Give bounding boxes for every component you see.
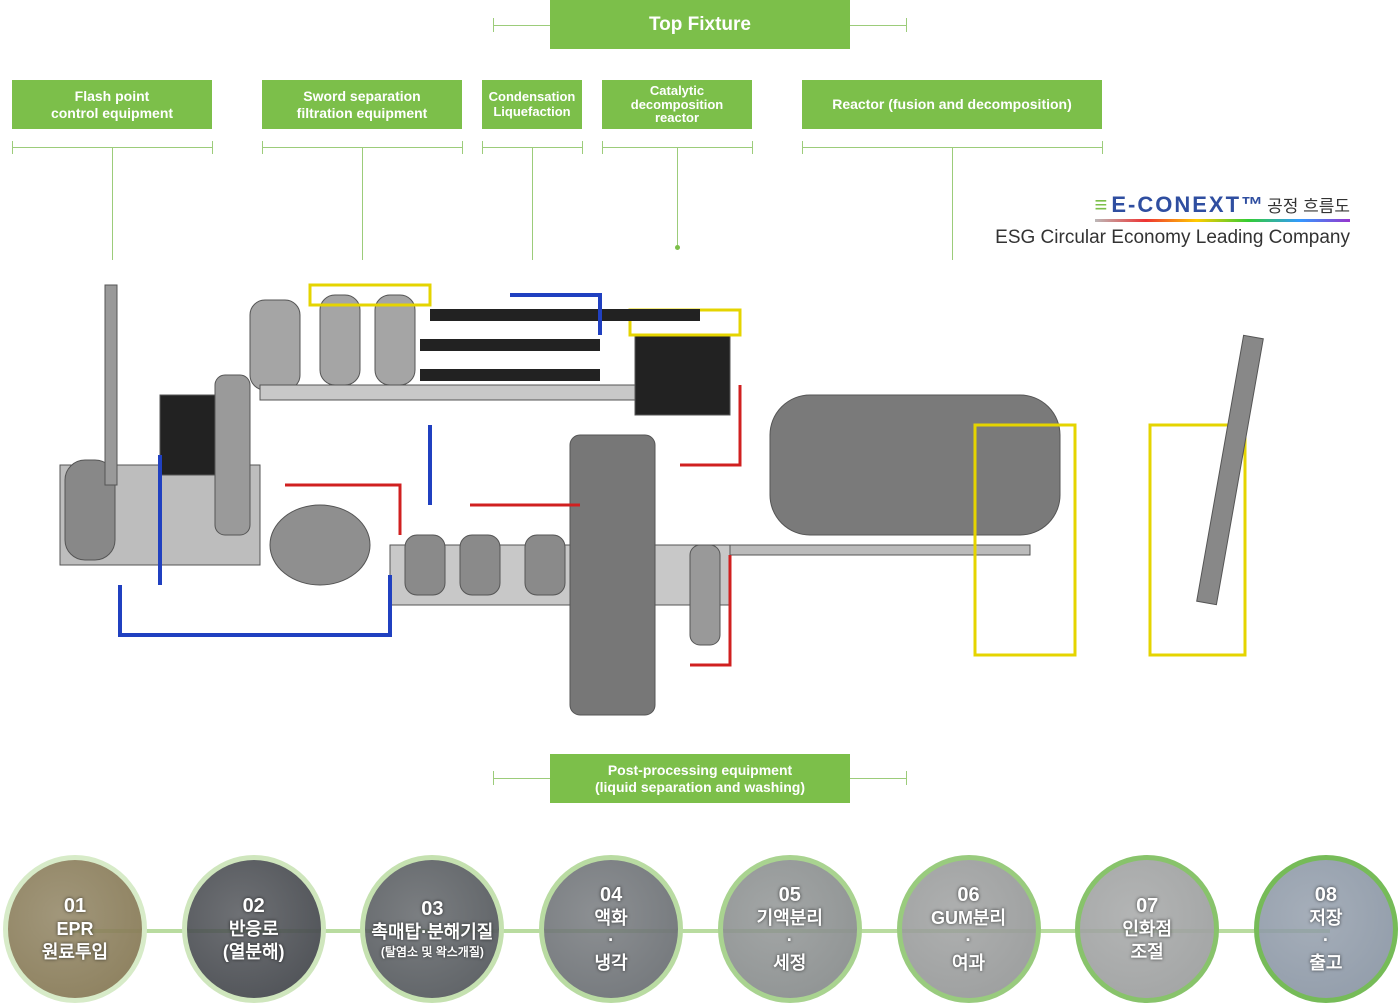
bracket-tick <box>1102 141 1103 154</box>
top-fixture-label: Top Fixture <box>550 0 850 49</box>
step-title: 반응로 (열분해) <box>222 919 285 962</box>
step-number: 07 <box>1136 895 1159 917</box>
brand-title: 공정 흐름도 <box>1267 197 1350 216</box>
process-step-04: 04 액화 · 냉각 <box>539 855 684 1003</box>
step-title: 촉매탑·분해기질 <box>371 921 494 942</box>
bracket-tick <box>802 141 803 154</box>
bracket-tick <box>12 141 13 154</box>
step-title: 저장 · 출고 <box>1309 907 1343 973</box>
brand-tagline: ESG Circular Economy Leading Company <box>995 227 1350 248</box>
step-subtitle: (탈염소 및 왁스개질) <box>380 945 484 960</box>
step-title: 인화점 조절 <box>1122 919 1173 962</box>
step-title: EPR 원료투입 <box>41 919 109 962</box>
leader-dot <box>675 245 680 250</box>
bracket-tick <box>212 141 213 154</box>
process-step-02: 02 반응로 (열분해) <box>181 855 326 1003</box>
label-flash-point: Flash point control equipment <box>12 80 212 129</box>
bracket-tick <box>906 771 907 785</box>
post-processing-label: Post-processing equipment (liquid separa… <box>550 754 850 803</box>
step-number: 08 <box>1314 883 1338 906</box>
step-title: 액화 · 냉각 <box>594 907 628 973</box>
step-number: 06 <box>957 883 980 906</box>
step-title: GUM분리 · 여과 <box>930 907 1007 973</box>
leader-line <box>362 147 363 260</box>
step-number: 04 <box>599 883 623 906</box>
leader-line <box>952 147 953 260</box>
bracket-tick <box>262 141 263 154</box>
bracket-tick <box>462 141 463 154</box>
label-reactor: Reactor (fusion and decomposition) <box>802 80 1102 129</box>
process-step-08: 08 저장 · 출고 <box>1253 855 1398 1003</box>
process-step-01: 01 EPR 원료투입 <box>3 855 147 1003</box>
label-condensation: Condensation Liquefaction <box>482 80 582 129</box>
label-sword-separation: Sword separation filtration equipment <box>262 80 462 129</box>
step-number: 03 <box>421 897 444 920</box>
bracket-tick <box>482 141 483 154</box>
bracket-tick <box>602 141 603 154</box>
logo-text: E-CONEXT™ <box>1111 192 1266 217</box>
bracket-tick <box>906 18 907 32</box>
bracket-tick <box>493 771 494 785</box>
process-step-03: 03 촉매탑·분해기질 (탈염소 및 왁스개질) <box>360 855 505 1003</box>
step-number: 02 <box>242 895 265 917</box>
brand-logo: ≡ E-CONEXT™ 공정 흐름도 <box>1094 192 1350 222</box>
bracket-tick <box>582 141 583 154</box>
label-catalytic: Catalytic decomposition reactor <box>602 80 752 129</box>
process-step-07: 07 인화점 조절 <box>1075 855 1220 1003</box>
bracket-tick <box>752 141 753 154</box>
plant-illustration <box>59 283 1264 716</box>
leader-line <box>112 147 113 260</box>
bracket-tick <box>493 18 494 32</box>
step-number: 05 <box>778 883 801 906</box>
process-step-05: 05 기액분리 · 세정 <box>717 855 862 1003</box>
logo-mark: ≡ <box>1094 192 1108 217</box>
process-step-06: 06 GUM분리 · 여과 <box>896 855 1041 1003</box>
leader-line <box>677 147 678 247</box>
steps-connector <box>70 929 1330 933</box>
leader-line <box>532 147 533 260</box>
step-title: 기액분리 · 세정 <box>756 907 823 973</box>
step-number: 01 <box>63 895 87 917</box>
